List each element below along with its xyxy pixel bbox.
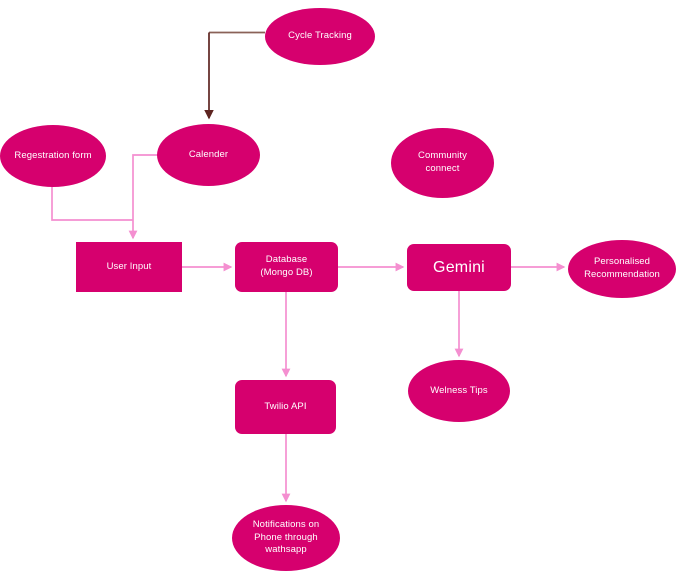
- node-label-regestration-form: Regestration form: [14, 149, 92, 161]
- node-user-input[interactable]: User Input: [76, 242, 182, 292]
- node-community-connect[interactable]: Community connect: [391, 128, 494, 198]
- node-label-notifications: Notifications on Phone through wathsapp: [252, 519, 320, 556]
- node-database[interactable]: Database (Mongo DB): [235, 242, 338, 292]
- edge-cycle-tracking-to-calender: [204, 31, 265, 120]
- node-label-welness-tips: Welness Tips: [430, 384, 488, 396]
- node-notifications[interactable]: Notifications on Phone through wathsapp: [232, 505, 340, 571]
- edge-regestration-form-to-user-input: [51, 186, 133, 221]
- node-gemini[interactable]: Gemini: [407, 244, 511, 291]
- node-label-community-connect: Community connect: [418, 150, 467, 174]
- node-label-user-input: User Input: [106, 260, 152, 272]
- node-cycle-tracking[interactable]: Cycle Tracking: [265, 8, 375, 65]
- node-label-database: Database (Mongo DB): [260, 254, 313, 278]
- node-twilio-api[interactable]: Twilio API: [235, 380, 336, 434]
- node-personalised-recommendation[interactable]: Personalised Recommendation: [568, 240, 676, 298]
- node-label-gemini: Gemini: [433, 258, 485, 276]
- node-label-twilio-api: Twilio API: [264, 400, 307, 412]
- node-regestration-form[interactable]: Regestration form: [0, 125, 106, 187]
- node-label-personalised-recommendation: Personalised Recommendation: [584, 256, 660, 280]
- node-calender[interactable]: Calender: [157, 124, 260, 186]
- edge-calender-to-user-input: [128, 154, 165, 240]
- node-label-calender: Calender: [188, 148, 229, 160]
- node-label-cycle-tracking: Cycle Tracking: [288, 30, 352, 42]
- node-welness-tips[interactable]: Welness Tips: [408, 360, 510, 422]
